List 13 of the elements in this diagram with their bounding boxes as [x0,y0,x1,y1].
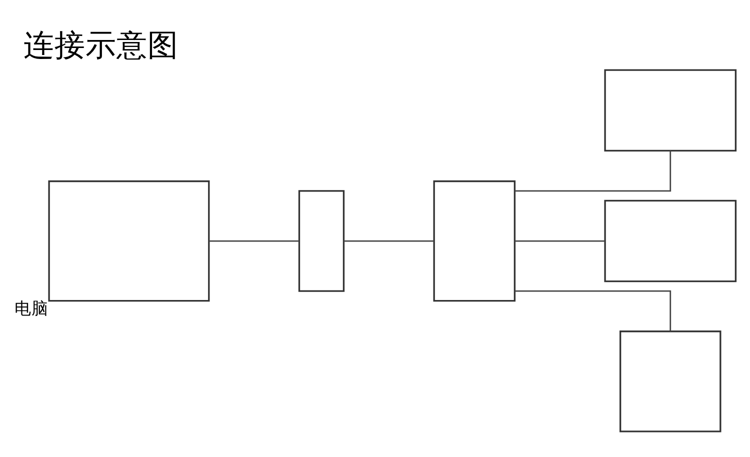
connector [515,290,672,331]
node-box [604,69,737,152]
node-box [433,180,516,302]
node-box [48,180,210,302]
node-box [604,200,737,282]
connector [515,150,672,192]
connector [208,240,299,242]
diagram-title: 连接示意图 [24,28,179,64]
connector [515,240,605,242]
node-box [298,190,345,292]
node-label: 电脑 [14,299,49,318]
connector [344,240,434,242]
node-box [620,330,722,432]
